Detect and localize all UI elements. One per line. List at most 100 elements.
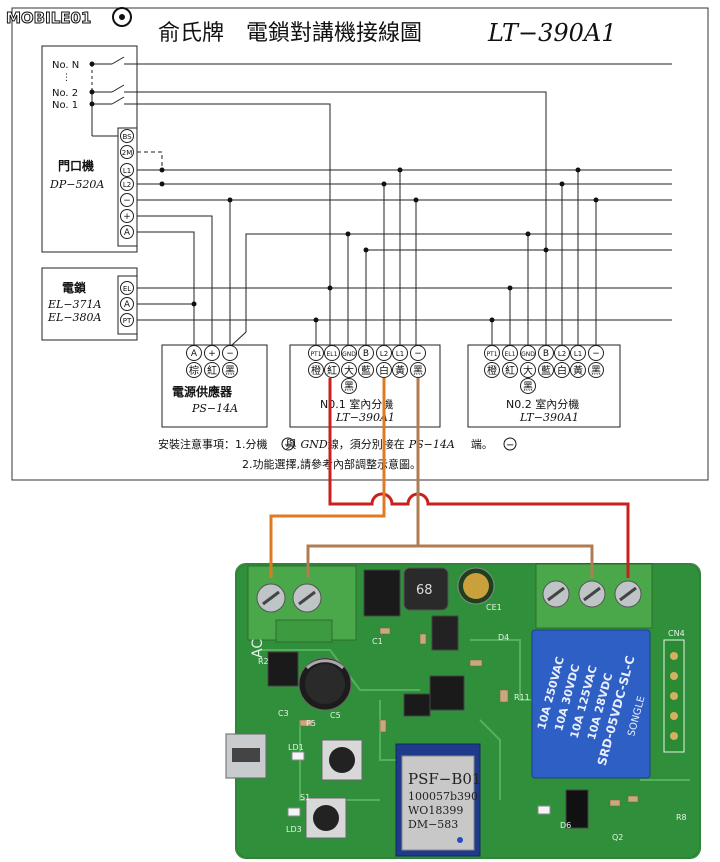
brown-wire-left bbox=[306, 378, 420, 578]
indoor2-color-1: 紅 bbox=[505, 365, 515, 377]
indoor2-terminal-3: B bbox=[543, 349, 549, 359]
indoor2-color-circle bbox=[520, 362, 536, 378]
diagram-title: 俞氏牌 電鎖對講機接線圖 bbox=[158, 21, 422, 46]
power-color-circle bbox=[222, 362, 238, 378]
door-terminal-circle bbox=[120, 163, 134, 177]
indoor2-color-2: 大 bbox=[523, 364, 533, 377]
indoor2-terminal-circle bbox=[554, 345, 570, 361]
part-label-cn4: CN4 bbox=[668, 629, 685, 638]
indoor2-terminal-circle bbox=[502, 345, 518, 361]
indoor2-terminal-circle bbox=[588, 345, 604, 361]
door-terminal-circle bbox=[120, 209, 134, 223]
part-label-r2: R2 bbox=[258, 657, 269, 666]
lock-model-1: EL−371A bbox=[47, 298, 102, 311]
lock-terminal-circle bbox=[120, 281, 134, 295]
part-label-r11: R11 bbox=[514, 693, 530, 702]
indoor2-name: N0.2 室內分機 bbox=[506, 397, 579, 411]
part-label-r8: R8 bbox=[676, 813, 687, 822]
power-terminal-0: A bbox=[191, 349, 198, 359]
indoor2-extra-circle bbox=[520, 378, 536, 394]
indoor2-color-6: 黑 bbox=[591, 365, 601, 377]
indoor1-color-circle bbox=[308, 362, 324, 378]
power-terminal-2: − bbox=[226, 349, 234, 359]
red-wire bbox=[328, 378, 630, 578]
power-model: PS−14A bbox=[191, 402, 238, 415]
indoor2-model: LT−390A1 bbox=[519, 411, 579, 424]
lock-terminal-2: PT bbox=[123, 317, 132, 325]
notes-l1-e: PS−14A bbox=[408, 438, 455, 451]
indoor2-color-5: 黃 bbox=[573, 364, 583, 377]
minus-circle-icon-2 bbox=[503, 437, 517, 451]
indoor2-terminal-circle bbox=[538, 345, 554, 361]
indoor2-terminal-0: PT1 bbox=[486, 351, 497, 358]
indoor1-color-5: 黃 bbox=[395, 364, 405, 377]
indoor1-color-circle bbox=[410, 362, 426, 378]
indoor1-model: LT−390A1 bbox=[335, 411, 395, 424]
door-terminal-5: + bbox=[123, 212, 131, 222]
part-label-c3: C3 bbox=[278, 709, 289, 718]
module-line-3: DM−583 bbox=[408, 818, 458, 831]
door-terminal-4: − bbox=[123, 196, 131, 206]
indoor1-terminal-circle bbox=[410, 345, 426, 361]
power-color-circle bbox=[186, 362, 202, 378]
part-label-p5: P5 bbox=[306, 719, 316, 728]
door-terminal-1: 2M bbox=[122, 149, 133, 157]
indoor2-extra-color: 黑 bbox=[523, 381, 533, 393]
indoor1-color-6: 黑 bbox=[413, 365, 423, 377]
indoor1-terminal-circle bbox=[341, 345, 357, 361]
door-terminal-circle bbox=[120, 225, 134, 239]
part-label-d6: D6 bbox=[560, 821, 571, 830]
door-terminal-circle bbox=[120, 177, 134, 191]
power-terminals: A棕+紅−黑 bbox=[186, 345, 238, 378]
indoor1-terminal-4: L2 bbox=[380, 350, 388, 358]
door-terminal-circle bbox=[120, 145, 134, 159]
part-label-d4: D4 bbox=[498, 633, 509, 642]
call-switches bbox=[91, 56, 163, 171]
junction-dots bbox=[89, 61, 599, 323]
bus-wires bbox=[137, 63, 672, 346]
lock-terminal-circle bbox=[120, 313, 134, 327]
indoor1-name: N0.1 室內分機 bbox=[320, 397, 393, 411]
diagram-title-model: LT−390A1 bbox=[487, 19, 617, 47]
notes-lead: 安裝注意事項： bbox=[158, 437, 235, 451]
power-terminal-circle bbox=[204, 345, 220, 361]
module-line-1: 100057b390 bbox=[408, 790, 478, 803]
indoor1-extra-circle bbox=[341, 378, 357, 394]
ac-label: AC bbox=[250, 639, 266, 658]
indoor1-terminal-3: B bbox=[363, 349, 369, 359]
power-color-2: 黑 bbox=[225, 365, 235, 377]
watermark-text: MOBILE01 bbox=[6, 9, 91, 27]
indoor2-terminal-1: EL1 bbox=[505, 351, 516, 358]
ce1-label: CE1 bbox=[486, 603, 502, 612]
indoor2-color-0: 橙 bbox=[487, 364, 497, 377]
indoor1-terminal-1: EL1 bbox=[327, 351, 338, 358]
power-color-circle bbox=[204, 362, 220, 378]
door-terminal-circle bbox=[120, 193, 134, 207]
indoor1-color-circle bbox=[392, 362, 408, 378]
indoor1-color-3: 藍 bbox=[361, 364, 371, 377]
lock-name: 電鎖 bbox=[62, 280, 87, 295]
door-terminal-6: A bbox=[124, 228, 131, 238]
indoor2-terminal-4: L2 bbox=[558, 350, 566, 358]
brown-wire-right bbox=[418, 544, 594, 578]
indoor2-color-circle bbox=[588, 362, 604, 378]
indoor1-color-circle bbox=[358, 362, 374, 378]
power-color-1: 紅 bbox=[207, 365, 217, 377]
part-label-c1: C1 bbox=[372, 637, 383, 646]
indoor2-color-circle bbox=[502, 362, 518, 378]
indoor1-terminal-0: PT1 bbox=[310, 351, 321, 358]
indoor2-color-circle bbox=[554, 362, 570, 378]
indoor1-terminal-circle bbox=[308, 345, 324, 361]
part-label-ld3: LD3 bbox=[286, 825, 302, 834]
door-terminal-circle bbox=[120, 129, 134, 143]
power-terminal-1: + bbox=[208, 349, 216, 359]
door-button-dots: ⋮ bbox=[62, 73, 71, 83]
indoor1-terminal-6: − bbox=[414, 349, 422, 359]
door-terminal-0: BS bbox=[122, 133, 132, 141]
